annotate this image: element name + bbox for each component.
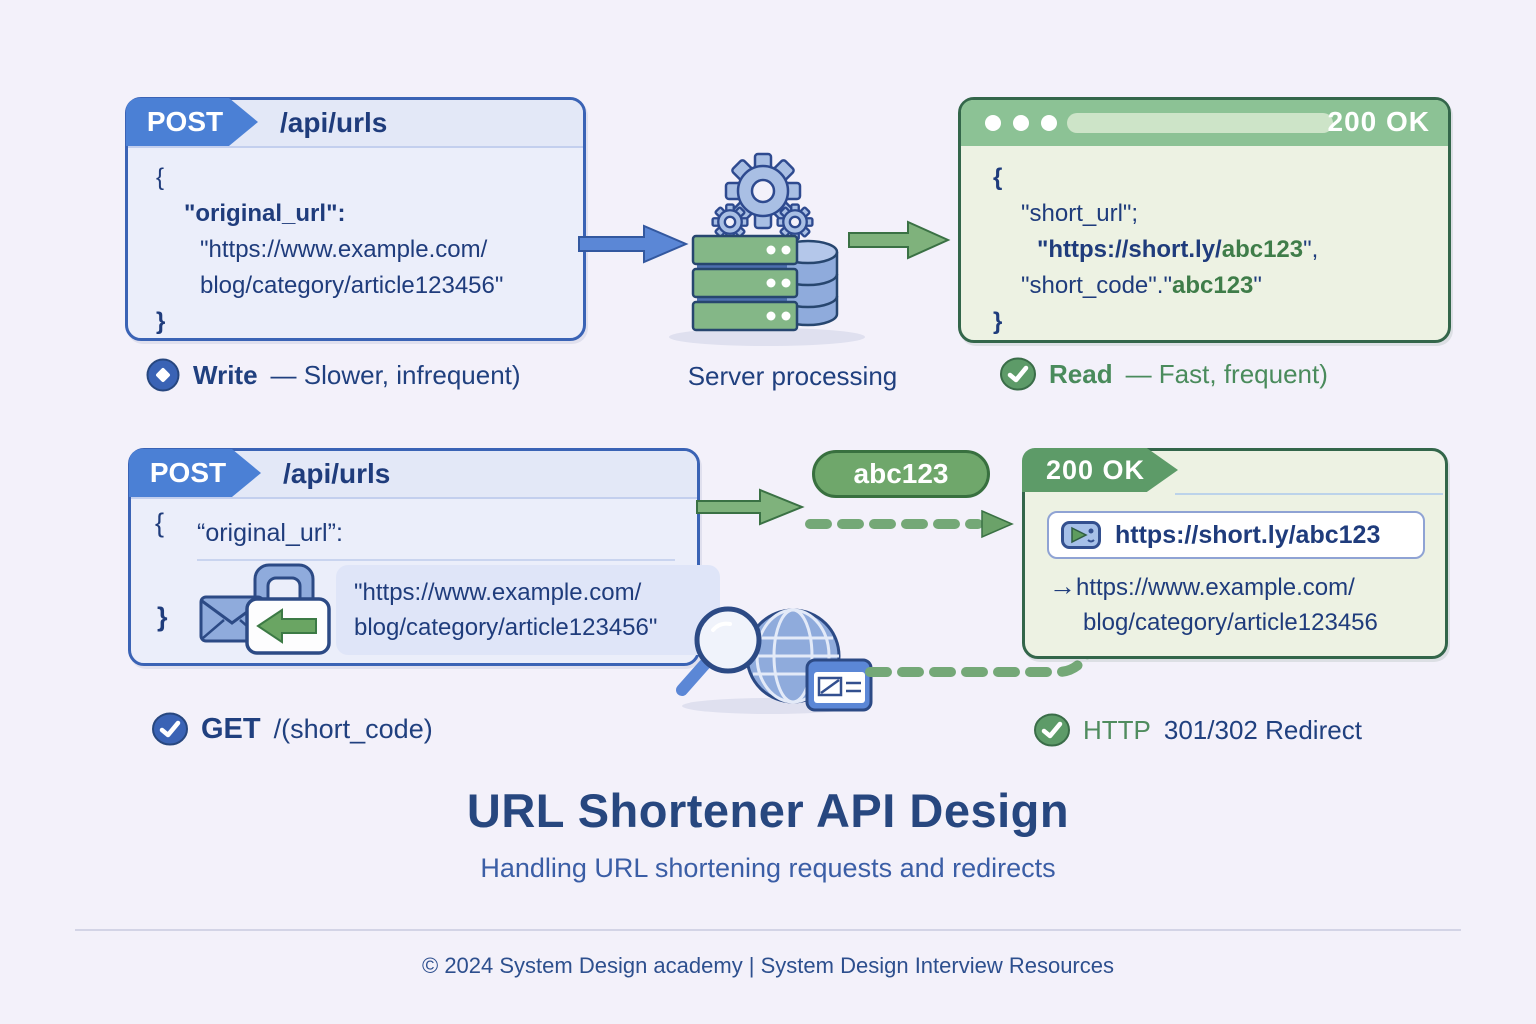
browser-window-icon: [805, 658, 873, 712]
redirect-arrow-glyph: →: [1049, 571, 1076, 601]
code-line: blog/category/article123456: [1083, 609, 1378, 636]
header-divider: [1175, 493, 1443, 495]
gear-icon: [711, 152, 814, 241]
green-arrow-shortcode: [696, 488, 805, 526]
blue-arrow-request: [578, 224, 689, 264]
post-method-badge: POST: [126, 98, 258, 146]
request-json-body: { "original_url": "https://www.example.c…: [128, 148, 583, 340]
code-line: blog/category/article123456": [354, 614, 658, 641]
write-diamond-icon: [146, 358, 180, 392]
body-divider: [197, 559, 675, 561]
read-response-card: 200 OK { "short_url"; "https://short.ly/…: [958, 97, 1451, 343]
server-database-icon: [669, 152, 865, 346]
status-badge: 200 OK: [1022, 448, 1178, 492]
server-processing-label: Server processing: [687, 361, 898, 391]
lookup-globe-icon: [676, 606, 873, 714]
method-label: POST: [146, 106, 224, 137]
redirect-label: HTTP 301/302 Redirect: [1034, 713, 1362, 747]
write-label-title: Write: [193, 359, 258, 390]
code-line: }: [156, 308, 166, 335]
get-label: GET /(short_code): [152, 712, 433, 746]
short-url-text: https://short.ly/abc123: [1115, 520, 1381, 549]
write-request-card: POST /api/urls { "original_url": "https:…: [125, 97, 586, 341]
green-arrow-response: [848, 220, 951, 260]
server-rack-icon: [691, 234, 799, 332]
endpoint-path: /api/urls: [283, 458, 391, 489]
short-url-bar: https://short.ly/abc123: [1047, 511, 1425, 559]
endpoint-path: /api/urls: [280, 107, 388, 138]
redirect-check-icon: [1034, 713, 1070, 747]
play-link-icon: [1061, 521, 1101, 549]
read-label-title: Read: [1049, 358, 1113, 389]
redirect-response-card: 200 OK https://short.ly/abc123 →https://…: [1022, 448, 1448, 659]
code-line: "https://www.example.com/: [354, 579, 642, 606]
redirect-label-prefix: HTTP: [1083, 714, 1151, 745]
original-url-pill: "https://www.example.com/ blog/category/…: [336, 565, 720, 655]
get-check-icon: [152, 712, 188, 746]
code-line: →https://www.example.com/: [1049, 571, 1355, 601]
copyright-text: © 2024 System Design academy | System De…: [422, 953, 1114, 978]
write-label: Write — Slower, infrequent): [146, 358, 521, 392]
short-code-pill: abc123: [812, 450, 990, 498]
method-label: POST: [149, 457, 227, 488]
get-label-title: GET: [201, 712, 261, 745]
magnifier-icon: [676, 606, 762, 696]
envelope-transfer-icon: [199, 563, 331, 655]
code-line: {: [993, 164, 1003, 191]
request-card-header: POST /api/urls: [129, 449, 697, 499]
window-dot-icon: [1013, 115, 1029, 131]
status-code: 200 OK: [1327, 106, 1430, 137]
get-request-card: POST /api/urls { “original_url”: } "http…: [128, 448, 720, 666]
code-line: }: [993, 308, 1003, 335]
short-code-text: abc123: [853, 458, 949, 489]
code-line: "original_url":: [184, 200, 346, 227]
read-label-detail: — Fast, frequent): [1125, 358, 1328, 389]
read-check-icon: [1000, 357, 1036, 391]
window-dot-icon: [1041, 115, 1057, 131]
code-line: "https://www.example.com/: [200, 236, 488, 263]
response-json-body: { "short_url"; "https://short.ly/abc123"…: [961, 146, 1448, 340]
code-line: "https://short.ly/abc123",: [1037, 236, 1319, 263]
code-line: {: [156, 164, 165, 191]
redirect-target: →https://www.example.com/ blog/category/…: [1049, 569, 1378, 640]
code-line: "short_url";: [1021, 200, 1139, 227]
code-line: {: [155, 508, 165, 538]
browser-header: 200 OK: [961, 100, 1448, 146]
window-dot-icon: [985, 115, 1001, 131]
page-title: URL Shortener API Design: [466, 784, 1070, 837]
request-card-header: POST /api/urls: [126, 98, 583, 148]
code-line: “original_url”:: [197, 519, 343, 547]
footer-divider: [75, 929, 1461, 931]
post-method-badge: POST: [129, 449, 261, 497]
redirect-label-detail: 301/302 Redirect: [1163, 714, 1362, 745]
code-line: blog/category/article123456": [200, 272, 504, 299]
write-label-detail: — Slower, infrequent): [270, 359, 521, 390]
dashed-arrow-redirect: [805, 509, 1014, 539]
read-label: Read — Fast, frequent): [1000, 357, 1328, 391]
status-code: 200 OK: [1046, 454, 1146, 485]
page-subtitle: Handling URL shortening requests and red…: [480, 853, 1056, 883]
get-label-detail: /(short_code): [273, 713, 433, 744]
code-line: "short_code"."abc123": [1021, 272, 1262, 299]
left-arrow-card-icon: [245, 597, 331, 655]
code-line: }: [157, 602, 168, 632]
address-bar-pill: [1067, 113, 1333, 133]
